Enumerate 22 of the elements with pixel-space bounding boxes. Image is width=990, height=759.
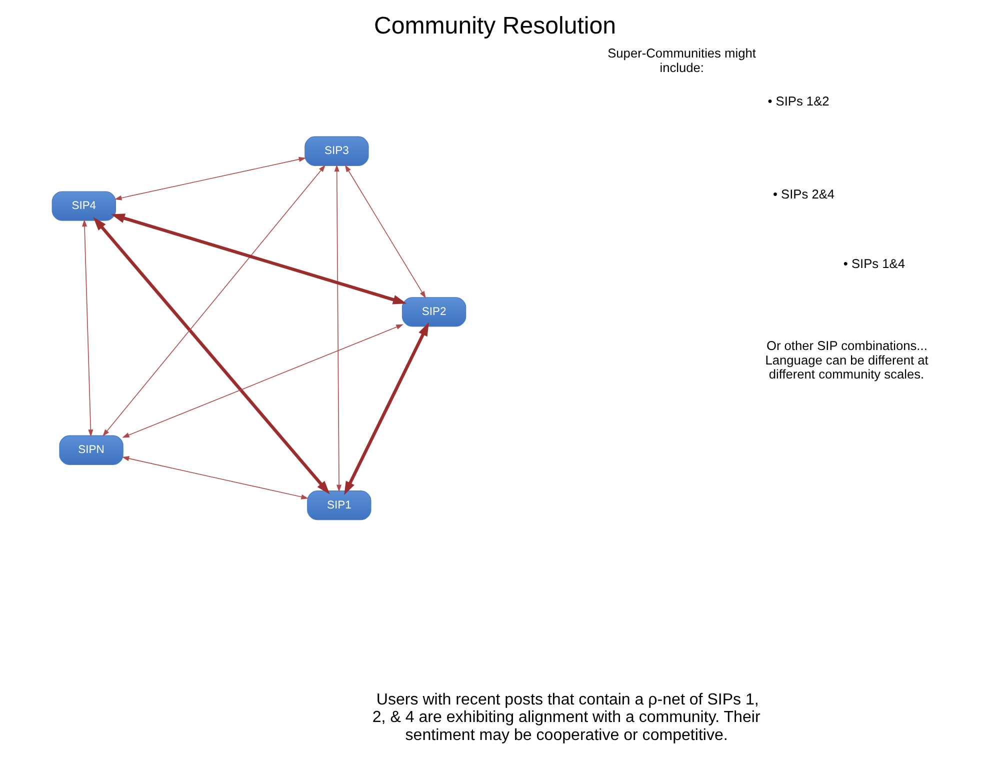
arrow <box>102 164 326 436</box>
arrow <box>344 322 429 496</box>
node-box: SIP1 <box>307 490 372 520</box>
node-box: SIP3 <box>304 136 369 166</box>
label: Or other SIP combinations... Language can be different at different community scales. <box>765 338 928 382</box>
node-box: SIP2 <box>402 297 466 327</box>
node-box: SIP4 <box>52 191 116 221</box>
arrow <box>122 324 404 438</box>
label: • SIPs 1&4 <box>843 256 905 272</box>
diagram-title: Community Resolution <box>374 12 616 40</box>
label: • SIPs 1&2 <box>768 94 830 109</box>
label: • SIPs 2&4 <box>773 186 835 202</box>
arrow <box>334 164 342 492</box>
node-box: SIPN <box>59 435 124 465</box>
arrow <box>111 214 407 304</box>
arrow <box>82 219 94 437</box>
label: Super-Communities might include: <box>608 46 756 76</box>
arrow <box>122 456 308 500</box>
label: Users with recent posts that contain a ρ-net of SIPs 1, 2, & 4 are exhibiting alignment with a community. Their sentiment may be cooperative or competitive. <box>372 690 760 744</box>
arrow <box>93 217 330 494</box>
arrow <box>344 164 426 298</box>
arrow <box>114 156 306 200</box>
